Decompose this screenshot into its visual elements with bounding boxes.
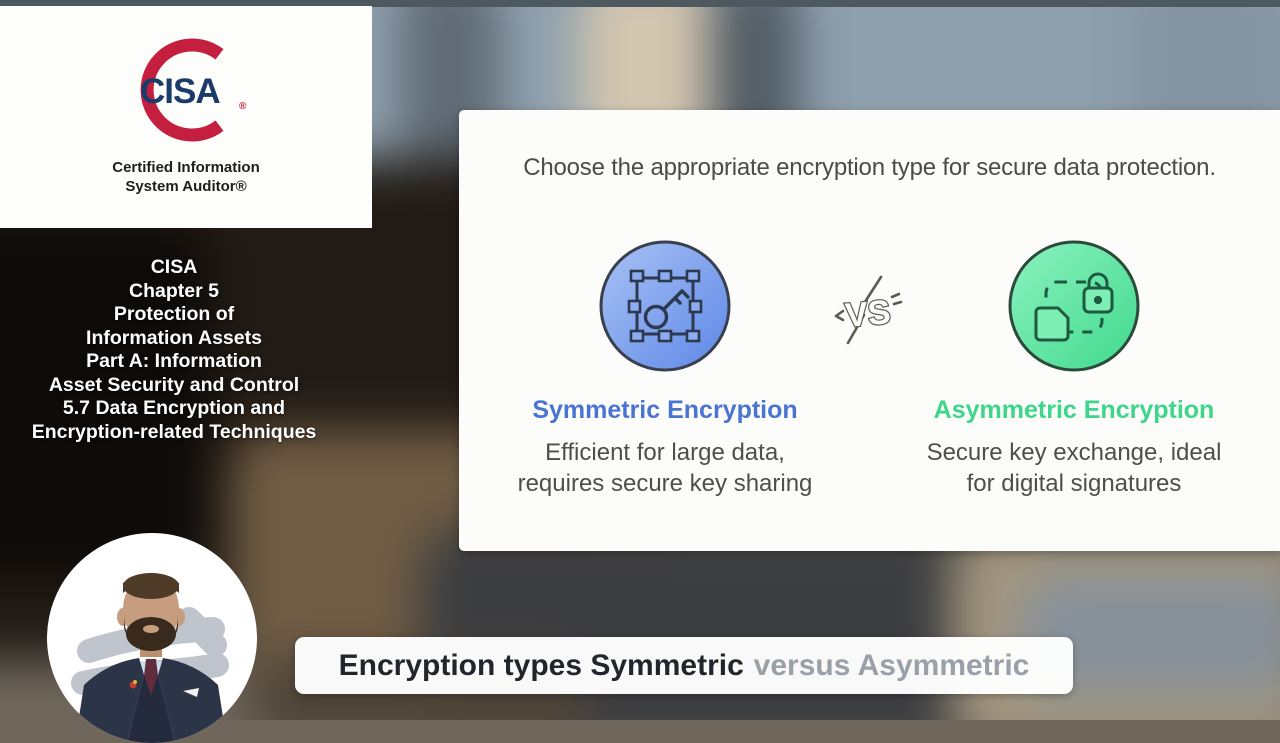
top-edge-strip xyxy=(0,0,1280,7)
chapter-heading: CISA Chapter 5 Protection of Information… xyxy=(0,256,348,444)
cisa-logo-card: CISA ® Certified Information System Audi… xyxy=(0,6,372,228)
slide-card: Choose the appropriate encryption type f… xyxy=(459,110,1280,551)
presenter-illustration xyxy=(71,573,229,743)
cisa-subtitle: Certified Information System Auditor® xyxy=(112,158,260,196)
slide-title: Choose the appropriate encryption type f… xyxy=(523,154,1216,181)
symmetric-option-name: Symmetric Encryption xyxy=(532,396,798,424)
chapter-line: Part A: Information xyxy=(86,350,262,372)
chapter-line: Chapter 5 xyxy=(129,279,219,302)
symmetric-option: Symmetric Encryption Efficient for large… xyxy=(475,238,855,499)
cisa-subtitle-line1: Certified Information xyxy=(112,159,260,176)
chapter-line: Protection of xyxy=(113,303,235,325)
chapter-line: Asset Security and Control xyxy=(48,373,300,396)
cisa-brand-text: CISA xyxy=(140,72,220,111)
caption-secondary-text: versus Asymmetric xyxy=(753,648,1030,682)
caption-primary-text: Encryption types Symmetric xyxy=(338,648,744,682)
chapter-line: 5.7 Data Encryption and xyxy=(62,397,286,419)
caption-banner: Encryption types Symmetric versus Asymme… xyxy=(295,637,1073,694)
vs-label: VS xyxy=(844,293,892,335)
cisa-registered-mark: ® xyxy=(239,101,247,112)
chapter-line: CISA xyxy=(150,256,198,278)
symmetric-option-description: Efficient for large data, requires secur… xyxy=(517,439,813,497)
asymmetric-option-description: Secure key exchange, ideal for digital s… xyxy=(926,439,1222,497)
asymmetric-option: Asymmetric Encryption Secure key exchang… xyxy=(884,238,1264,499)
cisa-ring-logo-icon: CISA ® xyxy=(140,38,247,142)
presenter-avatar xyxy=(47,533,257,743)
vs-bolt-icon: VS xyxy=(834,275,903,345)
encryption-options-row: Symmetric Encryption Efficient for large… xyxy=(459,238,1280,499)
key-grid-icon xyxy=(599,240,731,372)
asymmetric-option-name: Asymmetric Encryption xyxy=(933,396,1215,424)
chapter-line: Encryption-related Techniques xyxy=(31,420,317,443)
cisa-subtitle-line2: System Auditor® xyxy=(125,178,247,195)
lock-document-icon xyxy=(1008,240,1140,372)
chapter-line: Information Assets xyxy=(86,326,262,349)
